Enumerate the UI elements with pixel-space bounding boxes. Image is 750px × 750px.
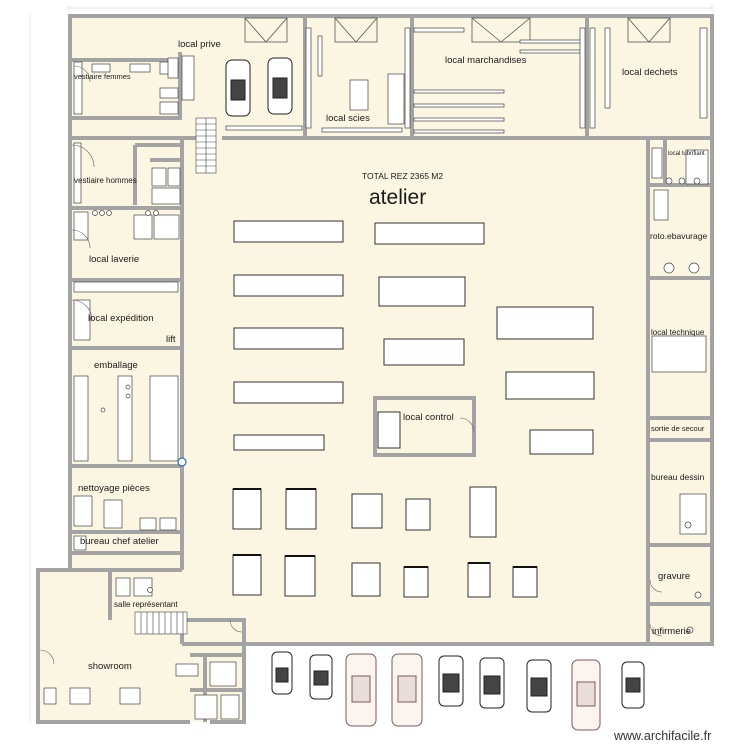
room-furniture — [43, 55, 709, 720]
room-label-infirmerie: infirmerie — [652, 626, 692, 637]
room-label-bureau-dessin: bureau dessin — [651, 472, 705, 482]
machine-icon — [233, 434, 325, 451]
machines — [232, 220, 595, 598]
machine-icon — [469, 486, 497, 538]
local-control-room — [373, 396, 476, 457]
machine-icon — [512, 566, 538, 598]
machine-edges — [233, 488, 537, 568]
room-label-local-marchandises: local marchandises — [445, 55, 527, 66]
sink-icon — [145, 210, 151, 216]
machine-icon — [377, 411, 401, 449]
garage-doors — [244, 17, 671, 43]
truck-icon — [391, 653, 423, 727]
toilet-icon — [665, 177, 673, 185]
room-label-gravure: gravure — [658, 571, 691, 582]
total-area-label: TOTAL REZ 2365 M2 — [362, 171, 444, 181]
machine-icon — [351, 493, 383, 529]
machine-icon — [467, 562, 491, 598]
car-icon — [438, 655, 464, 707]
car-icon — [526, 659, 552, 713]
room-label-local-laverie: local laverie — [89, 254, 140, 265]
interior-walls — [70, 16, 712, 722]
stairs-showroom-icon — [134, 611, 188, 635]
outer-walls — [36, 14, 714, 724]
watermark: www.archifacile.fr — [614, 729, 711, 743]
room-label-salle-representant: salle représentant — [114, 600, 178, 609]
room-label-atelier: atelier — [369, 186, 427, 209]
room-label-local-control: local control — [403, 412, 454, 423]
toilet-icon — [688, 262, 700, 274]
room-label-local-prive: local prive — [178, 39, 221, 50]
car-icon — [309, 654, 333, 700]
room-label-local-expedition: local expédition — [88, 313, 154, 324]
car-icon — [621, 661, 645, 709]
machine-icon — [285, 488, 317, 530]
car-icon — [225, 57, 293, 117]
truck-icon — [345, 653, 377, 727]
room-label-nettoyage-pieces: nettoyage pièces — [78, 483, 150, 494]
machine-icon — [232, 554, 262, 596]
room-label-vestiaire-femmes: vestiaire femmes — [74, 72, 131, 81]
toilet-icon — [92, 210, 98, 216]
room-label-bureau-chef-atelier: bureau chef atelier — [80, 536, 159, 547]
toilet-icon — [663, 262, 675, 274]
machine-icon — [233, 274, 344, 297]
dimension-lines — [29, 5, 713, 722]
sink-icon — [125, 384, 131, 390]
room-label-lift: lift — [166, 334, 176, 345]
machine-icon — [233, 327, 344, 350]
car-icon — [271, 651, 293, 695]
exit-marker-icon — [177, 457, 187, 467]
shelving — [225, 27, 708, 134]
stairs-icon — [195, 117, 217, 174]
room-label-sortie-de-secours: sortie de secour — [651, 424, 705, 433]
sanitary — [92, 177, 702, 634]
toilet-icon — [106, 210, 112, 216]
machine-icon — [374, 222, 485, 245]
machine-icon — [496, 306, 594, 340]
watermark-text: www.archifacile.fr — [614, 729, 712, 743]
machine-icon — [505, 371, 595, 400]
toilet-icon — [99, 210, 105, 216]
parking — [271, 651, 645, 731]
machine-icon — [232, 488, 262, 530]
room-label-showroom: showroom — [88, 661, 132, 672]
room-label-emballage: emballage — [94, 360, 138, 371]
machine-icon — [233, 381, 344, 404]
room-label-vestiaire-hommes: vestiaire hommes — [74, 176, 137, 185]
room-label-local-technique: local technique — [651, 328, 705, 337]
toilet-icon — [693, 177, 701, 185]
room-label-roto-ebavurage: roto.ebavurage — [650, 231, 708, 241]
truck-icon — [571, 659, 601, 731]
machine-icon — [351, 562, 381, 597]
room-label-local-dechets: local dechets — [622, 67, 678, 78]
room-label-local-scies: local scies — [326, 113, 370, 124]
machine-icon — [529, 429, 594, 455]
sink-icon — [147, 587, 153, 593]
sink-icon — [125, 393, 131, 399]
car-icon — [479, 657, 505, 709]
machine-icon — [403, 566, 429, 598]
sink-icon — [684, 521, 692, 529]
room-label-local-lubrifiant: local lubrifiant — [668, 151, 705, 157]
door-icon — [39, 65, 663, 665]
sink-icon — [153, 210, 159, 216]
machine-icon — [405, 498, 431, 531]
toilet-icon — [678, 177, 686, 185]
sink-icon — [686, 626, 694, 634]
machine-icon — [383, 338, 465, 366]
machine-icon — [378, 276, 466, 307]
sink-icon — [100, 407, 106, 413]
sink-icon — [694, 591, 702, 599]
machine-icon — [233, 220, 344, 243]
machine-icon — [284, 555, 316, 597]
